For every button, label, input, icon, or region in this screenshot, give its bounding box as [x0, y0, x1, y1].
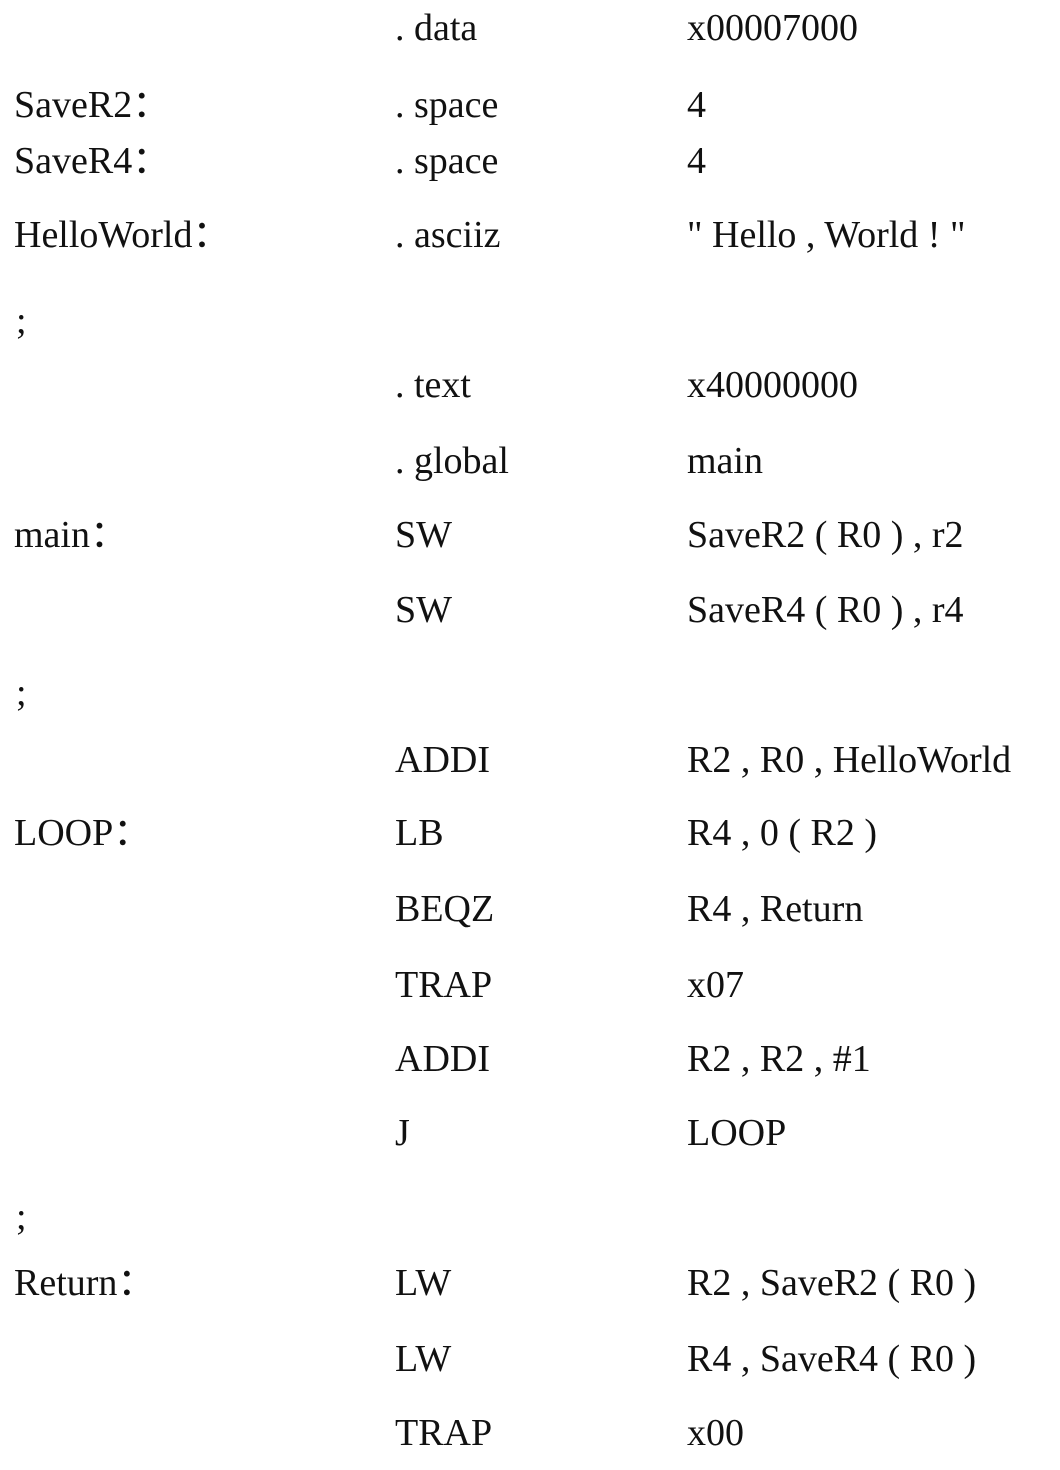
- line-instruction: TRAP: [395, 964, 493, 1006]
- code-line: main： SW SaveR2 ( R0 ) , r2: [0, 510, 1060, 560]
- line-operand: R2 , R0 , HelloWorld: [687, 739, 1012, 781]
- code-line: TRAP x07: [0, 960, 1060, 1010]
- code-line: LW R4 , SaveR4 ( R0 ): [0, 1334, 1060, 1384]
- code-line: LOOP： LB R4 , 0 ( R2 ): [0, 808, 1060, 858]
- line-operand: x00: [687, 1412, 744, 1454]
- line-instruction: SW: [395, 589, 452, 631]
- line-operand: SaveR2 ( R0 ) , r2: [687, 514, 964, 556]
- line-operand: x00007000: [687, 7, 858, 49]
- line-instruction: SW: [395, 514, 452, 556]
- code-line: . text x40000000: [0, 360, 1060, 410]
- line-directive: . global: [395, 440, 509, 482]
- line-instruction: LW: [395, 1338, 452, 1380]
- line-instruction: LB: [395, 812, 444, 854]
- line-label: main：: [14, 514, 128, 556]
- line-instruction: TRAP: [395, 1412, 493, 1454]
- line-operand: x40000000: [687, 364, 858, 406]
- line-label: HelloWorld：: [14, 214, 231, 256]
- line-operand: R2 , SaveR2 ( R0 ): [687, 1262, 977, 1304]
- line-label: SaveR2：: [14, 84, 171, 126]
- code-line: SW SaveR4 ( R0 ) , r4: [0, 585, 1060, 635]
- line-label: Return：: [14, 1262, 156, 1304]
- code-line: . global main: [0, 436, 1060, 486]
- line-label: LOOP：: [14, 812, 152, 854]
- comment-marker: ;: [16, 1196, 27, 1238]
- line-instruction: ADDI: [395, 739, 490, 781]
- line-instruction: BEQZ: [395, 888, 495, 930]
- comment-line: ;: [0, 1192, 1060, 1242]
- code-line: ADDI R2 , R0 , HelloWorld: [0, 735, 1060, 785]
- code-line: J LOOP: [0, 1108, 1060, 1158]
- code-line: BEQZ R4 , Return: [0, 884, 1060, 934]
- comment-marker: ;: [16, 672, 27, 714]
- line-operand: 4: [687, 140, 706, 182]
- code-line: . data x00007000: [0, 3, 1060, 53]
- line-instruction: LW: [395, 1262, 452, 1304]
- line-operand: R4 , SaveR4 ( R0 ): [687, 1338, 977, 1380]
- code-line: HelloWorld： . asciiz " Hello , World ! ": [0, 210, 1060, 260]
- line-directive: . space: [395, 140, 499, 182]
- line-directive: . text: [395, 364, 471, 406]
- line-operand: main: [687, 440, 763, 482]
- line-operand: R4 , Return: [687, 888, 864, 930]
- line-instruction: J: [395, 1112, 410, 1154]
- line-operand: " Hello , World ! ": [687, 214, 966, 256]
- line-operand: SaveR4 ( R0 ) , r4: [687, 589, 964, 631]
- line-operand: R2 , R2 , #1: [687, 1038, 871, 1080]
- line-directive: . data: [395, 7, 478, 49]
- comment-marker: ;: [16, 300, 27, 342]
- code-line: SaveR2： . space 4: [0, 80, 1060, 130]
- line-operand: R4 , 0 ( R2 ): [687, 812, 877, 854]
- line-label: SaveR4：: [14, 140, 171, 182]
- code-line: Return： LW R2 , SaveR2 ( R0 ): [0, 1258, 1060, 1308]
- comment-line: ;: [0, 668, 1060, 718]
- line-instruction: ADDI: [395, 1038, 490, 1080]
- comment-line: ;: [0, 296, 1060, 346]
- line-operand: 4: [687, 84, 706, 126]
- line-operand: x07: [687, 964, 744, 1006]
- line-directive: . asciiz: [395, 214, 501, 256]
- code-line: SaveR4： . space 4: [0, 136, 1060, 186]
- line-operand: LOOP: [687, 1112, 787, 1154]
- line-directive: . space: [395, 84, 499, 126]
- code-line: ADDI R2 , R2 , #1: [0, 1034, 1060, 1084]
- code-line: TRAP x00: [0, 1408, 1060, 1458]
